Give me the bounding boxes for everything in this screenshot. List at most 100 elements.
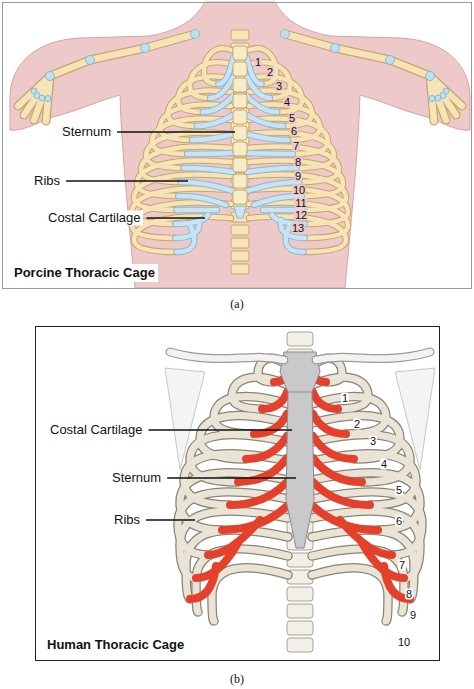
joint-cartilage	[39, 95, 45, 101]
sternebra	[233, 62, 247, 76]
sternebra	[233, 110, 247, 124]
callout-number: 5	[395, 485, 403, 496]
rib-outline	[312, 568, 388, 621]
vertebra	[287, 604, 313, 618]
cartilage-outline	[247, 153, 293, 154]
sternebra	[233, 126, 247, 140]
human-illustration	[165, 332, 435, 652]
cartilage-outline	[197, 115, 233, 126]
joint-cartilage	[45, 96, 51, 102]
costal-cartilage	[313, 414, 346, 434]
costal-cartilage	[184, 168, 233, 172]
clavicle	[316, 352, 430, 360]
clavicle-outline	[316, 352, 430, 360]
cartilage-outline	[247, 77, 270, 98]
costal-cartilage	[246, 436, 287, 459]
costal-cartilage	[181, 182, 233, 191]
bone	[34, 76, 50, 120]
vertebra	[231, 30, 249, 40]
bone-outline	[46, 76, 50, 121]
bone	[145, 34, 195, 48]
vertebra	[231, 264, 249, 274]
bone-outline	[285, 34, 335, 48]
panel-caption: (b)	[230, 673, 244, 687]
cartilage-outline	[184, 168, 233, 172]
costal-cartilage	[313, 392, 338, 409]
bone-outline	[50, 60, 90, 76]
panel-caption: (a)	[230, 298, 243, 312]
costal-cartilage	[247, 77, 270, 98]
joint-cartilage	[141, 44, 150, 53]
costal-cartilage	[176, 208, 217, 213]
costal-cartilage	[247, 168, 296, 172]
callout-number: 4	[380, 459, 388, 470]
leader-line	[146, 519, 195, 520]
rib	[180, 473, 288, 530]
callout-number: 6	[395, 516, 403, 527]
joint-cartilage	[281, 30, 290, 39]
callout-number: 12	[294, 210, 308, 221]
vertebra	[287, 621, 313, 635]
costal-cartilage	[197, 115, 233, 126]
part-label: Sternum	[60, 125, 113, 140]
joint-cartilage	[331, 44, 340, 53]
sternebra	[233, 174, 247, 188]
joint-cartilage	[435, 95, 441, 101]
joint-cartilage	[86, 56, 95, 65]
vertebra	[231, 238, 249, 248]
vertebra	[287, 587, 313, 601]
costal-cartilage	[230, 482, 287, 505]
cartilage-outline	[210, 77, 233, 98]
bone-outline	[390, 60, 430, 76]
costal-cartilage	[247, 134, 288, 140]
cartilage-outline	[175, 215, 208, 224]
costal-cartilage	[247, 115, 283, 126]
cartilage-outline	[247, 96, 277, 112]
cartilage-outline	[247, 168, 296, 172]
callout-number: 4	[283, 97, 291, 108]
sternebra	[233, 158, 247, 172]
clavicle-outline	[170, 352, 284, 360]
rib	[312, 473, 420, 530]
bone	[46, 76, 50, 121]
vertebra	[231, 225, 249, 235]
costal-cartilage	[313, 458, 362, 482]
rib-outline	[212, 568, 288, 621]
vertebra	[231, 251, 249, 261]
bone	[285, 34, 335, 48]
porcine-illustration	[10, 2, 470, 288]
callout-number: 1	[254, 57, 262, 68]
callout-number: 5	[288, 113, 296, 124]
bone-outline	[90, 48, 145, 60]
callout-number: 13	[291, 223, 305, 234]
leader-line	[147, 217, 206, 218]
callout-number: 2	[353, 419, 361, 430]
costal-cartilage	[187, 153, 233, 154]
costal-cartilage	[262, 392, 287, 409]
vertebra	[287, 638, 313, 652]
sternebra	[233, 46, 247, 60]
bone	[430, 76, 446, 120]
bone-outline	[430, 76, 434, 121]
callout-number: 9	[294, 171, 302, 182]
callout-number: 11	[294, 198, 307, 209]
callout-number: 3	[275, 81, 283, 92]
sternebra	[233, 78, 247, 92]
rib	[212, 568, 288, 621]
sternebra	[233, 190, 247, 204]
bone-outline	[145, 34, 195, 48]
joint-cartilage	[386, 56, 395, 65]
panel-frame: Porcine Thoracic Cage	[2, 2, 472, 289]
leader-line	[66, 180, 188, 181]
costal-cartilage	[190, 566, 216, 599]
costal-cartilage	[210, 77, 233, 98]
callout-number: 8	[405, 589, 413, 600]
leader-line	[117, 131, 235, 132]
part-label: Sternum	[110, 471, 163, 486]
panel-title: Porcine Thoracic Cage	[11, 264, 158, 282]
cartilage-outline	[247, 134, 288, 140]
bone	[430, 76, 434, 121]
costal-cartilage	[176, 225, 194, 252]
bone	[335, 48, 390, 60]
